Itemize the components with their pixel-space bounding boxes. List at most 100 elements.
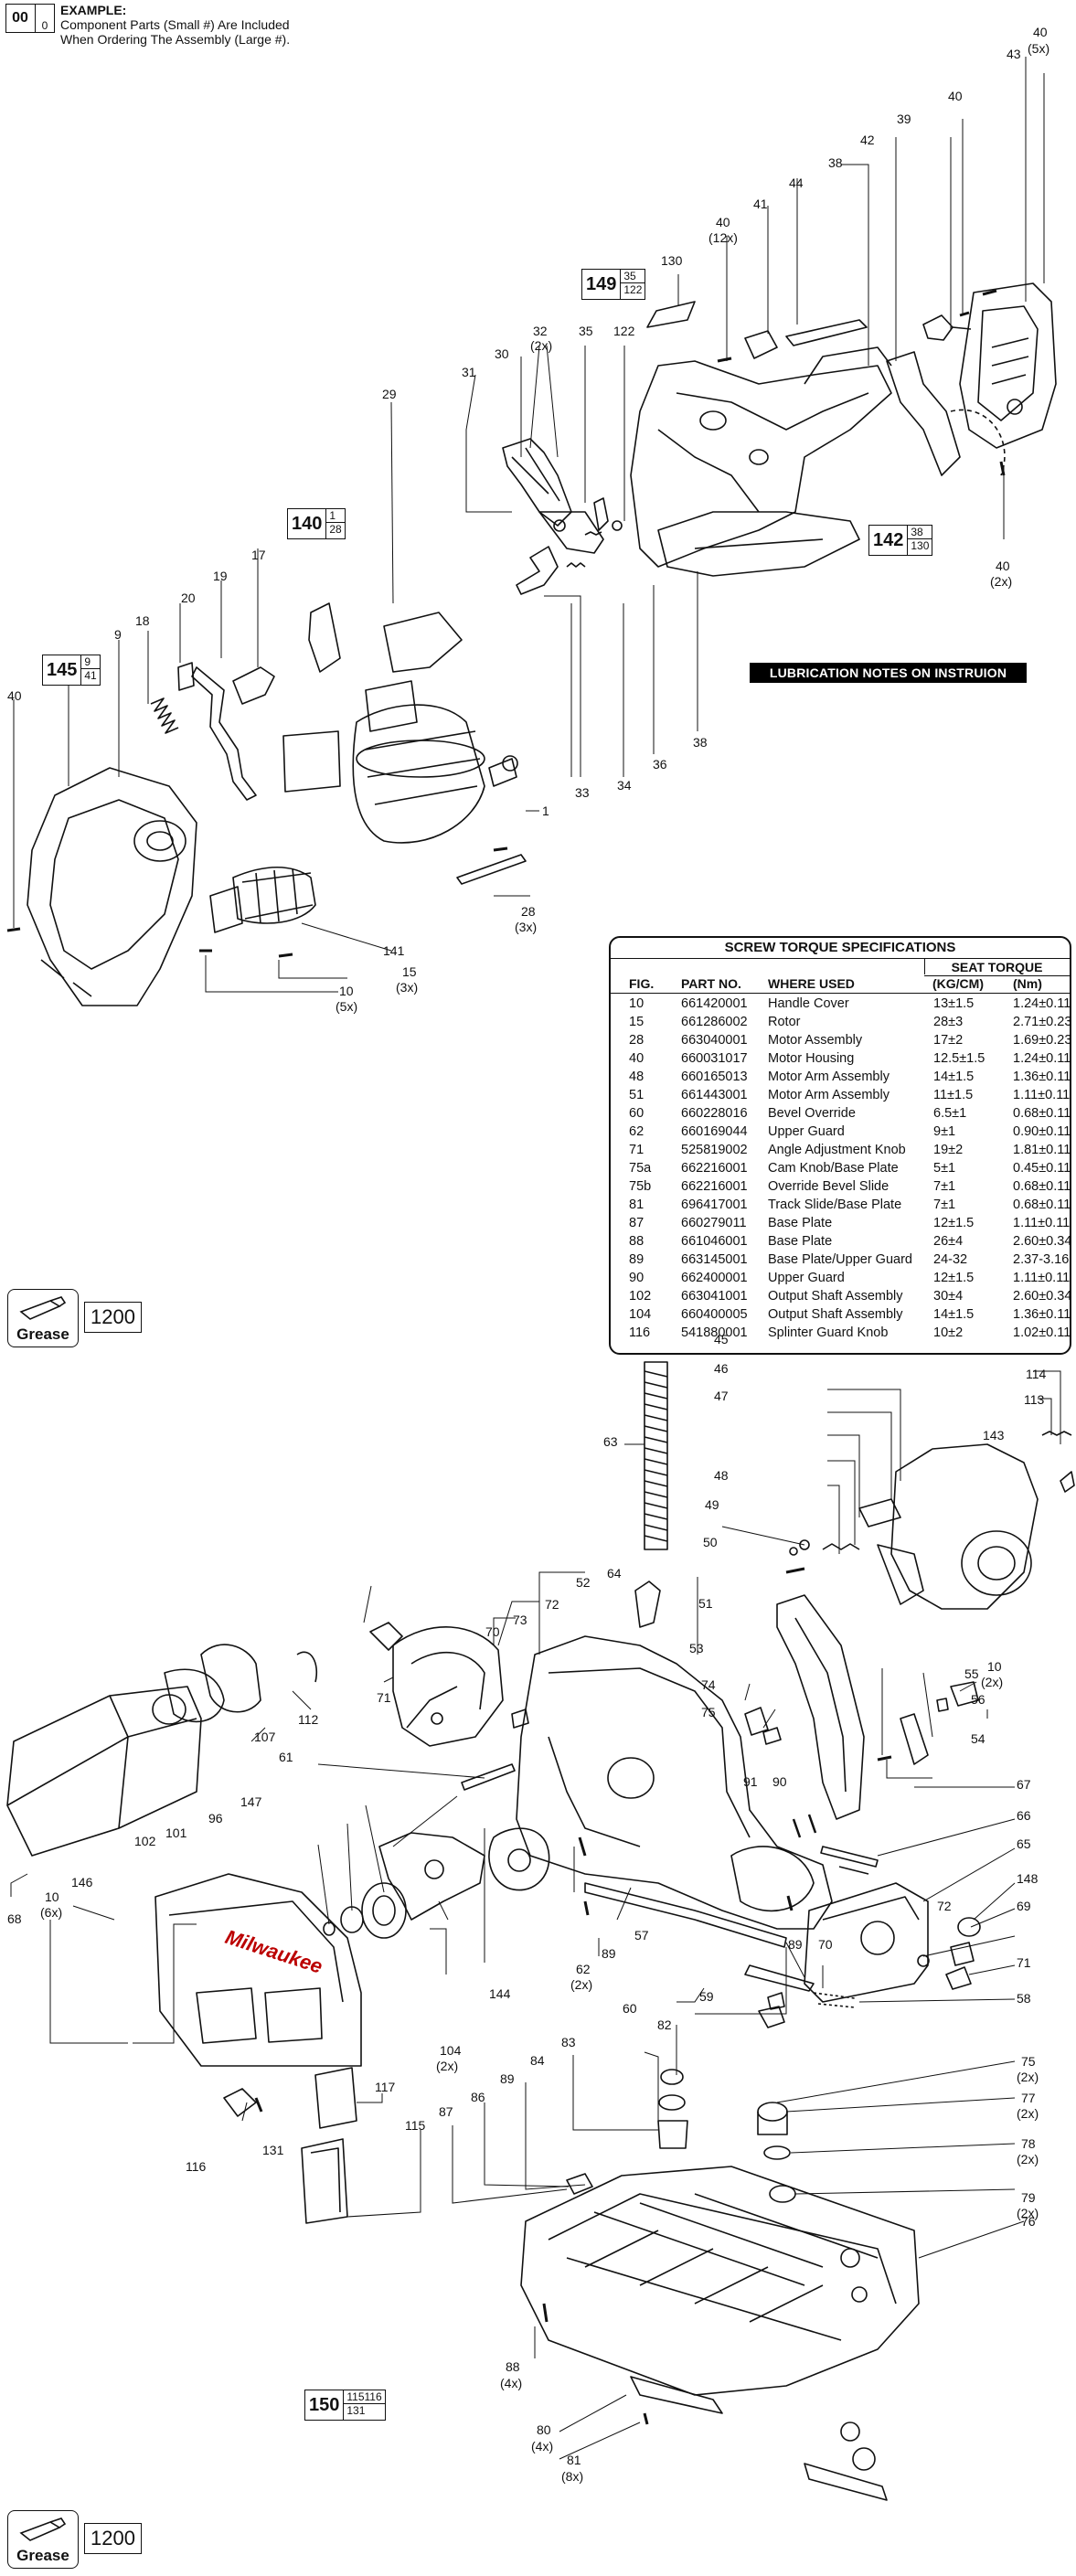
- callout-label: 40: [1033, 25, 1048, 39]
- col-fig: FIG.: [629, 976, 655, 991]
- kgcm-cell: 12±1.5: [933, 1271, 975, 1285]
- callout-label: 80: [537, 2422, 551, 2437]
- example-line-2: When Ordering The Assembly (Large #).: [60, 32, 291, 47]
- callout-label: 10: [339, 984, 354, 998]
- callout-label: 76: [1021, 2214, 1036, 2229]
- where-used-cell: Base Plate: [768, 1234, 833, 1249]
- where-used-cell: Splinter Guard Knob: [768, 1325, 889, 1340]
- kgcm-cell: 11±1.5: [933, 1088, 974, 1102]
- callout-label: 72: [937, 1899, 952, 1913]
- assembly-149-sub-1: 35: [621, 270, 645, 283]
- kgcm-cell: 30±4: [933, 1289, 964, 1304]
- nm-cell: 2.37-3.16: [1013, 1252, 1070, 1267]
- callout-label: 70: [485, 1624, 500, 1639]
- fig-cell: 87: [629, 1216, 645, 1230]
- seat-torque-header: SEAT TORQUE: [951, 960, 1043, 974]
- kgcm-cell: 26±4: [933, 1234, 964, 1249]
- callout-label: (4x): [531, 2439, 554, 2454]
- callout-label: 17: [251, 548, 266, 562]
- callout-label: (3x): [515, 920, 538, 934]
- assembly-145-sub-2: 41: [84, 669, 97, 682]
- kgcm-cell: 5±1: [933, 1161, 956, 1176]
- lubrication-notes-banner: LUBRICATION NOTES ON INSTRUION: [750, 663, 1027, 683]
- fig-cell: 71: [629, 1143, 645, 1157]
- fig-cell: 60: [629, 1106, 645, 1121]
- kgcm-cell: 9±1: [933, 1124, 956, 1139]
- part-no-cell: 661443001: [681, 1088, 748, 1102]
- part-no-cell: 661420001: [681, 996, 748, 1011]
- kgcm-cell: 7±1: [933, 1179, 956, 1194]
- callout-label: (2x): [981, 1675, 1004, 1689]
- callout-label: (2x): [990, 574, 1013, 589]
- callout-label: 78: [1021, 2136, 1036, 2151]
- nm-cell: 0.68±0.11: [1013, 1106, 1071, 1121]
- callout-label: 31: [462, 365, 476, 379]
- callout-label: 130: [661, 253, 683, 268]
- callout-label: 66: [1017, 1808, 1031, 1823]
- fig-cell: 104: [629, 1307, 652, 1322]
- callout-label: 117: [375, 2080, 396, 2094]
- col-kgcm: (KG/CM): [932, 976, 984, 991]
- callout-label: (2x): [1017, 2070, 1039, 2084]
- assembly-145-number: 145: [47, 659, 78, 680]
- callout-label: 55: [964, 1666, 979, 1681]
- nm-cell: 0.68±0.11: [1013, 1198, 1071, 1212]
- grease-amount: 1200: [84, 2523, 142, 2554]
- callout-label: 86: [471, 2090, 485, 2104]
- callout-label: 15: [402, 964, 417, 979]
- nm-cell: 1.24±0.11: [1013, 1051, 1071, 1066]
- where-used-cell: Angle Adjustment Knob: [768, 1143, 906, 1157]
- callout-label: 83: [561, 2035, 576, 2049]
- callout-label: 19: [213, 569, 228, 583]
- callout-label: 33: [575, 785, 590, 800]
- part-no-cell: 663041001: [681, 1289, 748, 1304]
- fig-cell: 28: [629, 1033, 645, 1048]
- callout-label: 115: [405, 2118, 426, 2133]
- callout-label: 107: [254, 1730, 276, 1744]
- col-nm: (Nm): [1013, 976, 1042, 991]
- nm-cell: 1.11±0.11: [1013, 1088, 1071, 1102]
- callout-label: 54: [971, 1731, 985, 1746]
- callout-label: 102: [134, 1834, 156, 1848]
- assembly-149-sub-2: 122: [623, 283, 643, 296]
- assembly-140-sub-2: 28: [329, 523, 342, 536]
- example-line-1: Component Parts (Small #) Are Included: [60, 17, 290, 32]
- callout-label: 75: [701, 1705, 716, 1719]
- callout-label: (2x): [570, 1977, 593, 1992]
- where-used-cell: Motor Arm Assembly: [768, 1088, 890, 1102]
- kgcm-cell: 10±2: [933, 1325, 964, 1340]
- fig-cell: 40: [629, 1051, 645, 1066]
- callout-label: 28: [521, 904, 536, 919]
- where-used-cell: Upper Guard: [768, 1271, 845, 1285]
- part-no-cell: 660400005: [681, 1307, 748, 1322]
- callout-label: 10: [45, 1889, 59, 1904]
- fig-cell: 51: [629, 1088, 645, 1102]
- callout-label: 51: [698, 1596, 713, 1611]
- callout-label: 30: [495, 346, 509, 361]
- callout-label: (2x): [1017, 2106, 1039, 2121]
- callout-label: 84: [530, 2053, 545, 2068]
- nm-cell: 1.36±0.11: [1013, 1070, 1071, 1084]
- callout-label: (2x): [436, 2059, 459, 2073]
- grease-amount: 1200: [84, 1302, 142, 1333]
- nm-cell: 2.60±0.34: [1013, 1234, 1072, 1249]
- example-box-small: 0: [35, 5, 54, 32]
- callout-label: 34: [617, 778, 632, 793]
- assembly-140-sub-1: 1: [326, 509, 345, 523]
- col-where-used: WHERE USED: [768, 976, 855, 991]
- assembly-140-number: 140: [292, 513, 323, 534]
- fig-cell: 10: [629, 996, 645, 1011]
- assembly-149-number: 149: [586, 273, 617, 294]
- callout-label: 9: [114, 627, 122, 642]
- fig-cell: 90: [629, 1271, 645, 1285]
- where-used-cell: Base Plate/Upper Guard: [768, 1252, 912, 1267]
